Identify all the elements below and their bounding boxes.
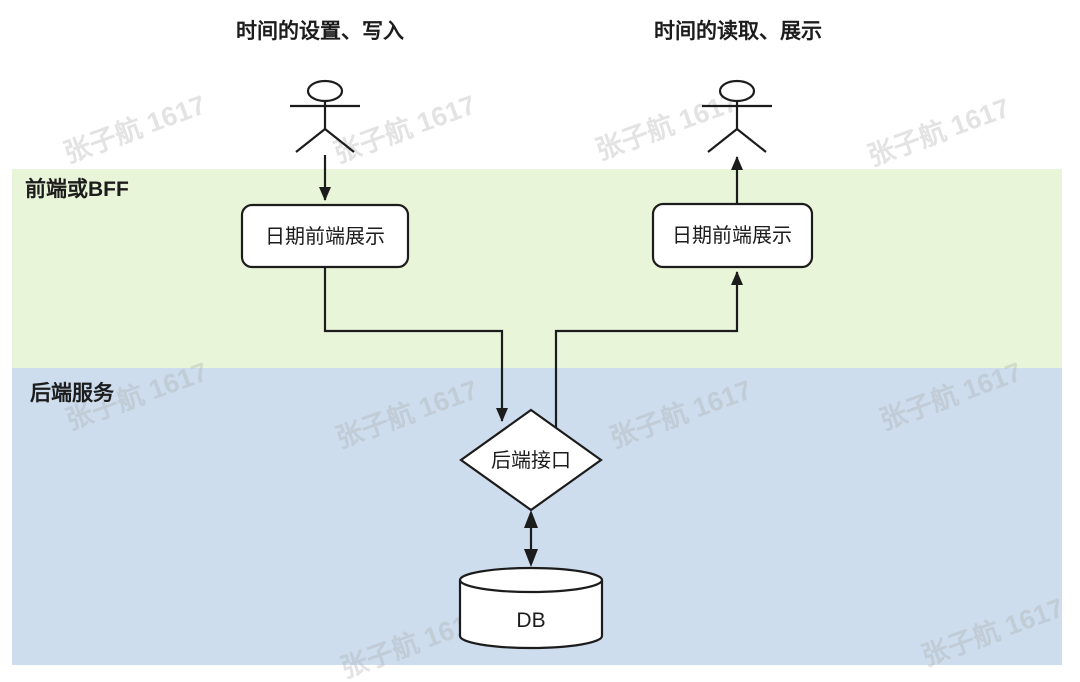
node-database-top [458, 566, 604, 594]
node-left-display: 日期前端展示 [240, 203, 410, 269]
node-backend-api-shape [459, 408, 603, 512]
node-left-display-label: 日期前端展示 [265, 225, 385, 248]
connector-left-box-to-backend-api [323, 268, 508, 422]
lane-frontend-bff [12, 169, 1062, 368]
node-backend-api-label: 后端接口 [491, 449, 571, 472]
actor-head [306, 79, 344, 103]
actor-leg-left [295, 128, 326, 153]
node-right-display: 日期前端展示 [651, 202, 814, 269]
connector-backend-api-to-right-box [554, 271, 743, 428]
lane-label-frontend-bff: 前端或BFF [25, 177, 129, 201]
actor-head [718, 79, 756, 103]
node-right-display-shape [651, 202, 814, 269]
watermark-text: 张子航 1617 [863, 92, 1013, 172]
node-left-display-shape [240, 203, 410, 269]
title-time-read-display: 时间的读取、展示 [654, 19, 822, 43]
node-backend-api: 后端接口 [459, 408, 603, 512]
node-database-label: DB [516, 609, 545, 632]
title-time-set-write: 时间的设置、写入 [236, 19, 404, 43]
arrowhead-down [524, 549, 538, 567]
node-right-display-label: 日期前端展示 [672, 224, 792, 247]
actor-left [290, 79, 360, 153]
actor-leg-left [707, 128, 738, 153]
watermark-text: 张子航 1617 [591, 86, 741, 166]
actor-leg-right [324, 128, 355, 153]
lane-label-backend-service: 后端服务 [30, 381, 115, 405]
connector-backend-api-db-bidirectional [524, 510, 538, 567]
watermark-text: 张子航 1617 [329, 89, 479, 169]
watermark-text: 张子航 1617 [59, 89, 209, 169]
node-database: DB [458, 566, 604, 650]
actor-leg-right [736, 128, 767, 153]
arrowhead-up [524, 510, 538, 528]
node-database-body [458, 580, 604, 650]
actor-right [702, 79, 772, 153]
